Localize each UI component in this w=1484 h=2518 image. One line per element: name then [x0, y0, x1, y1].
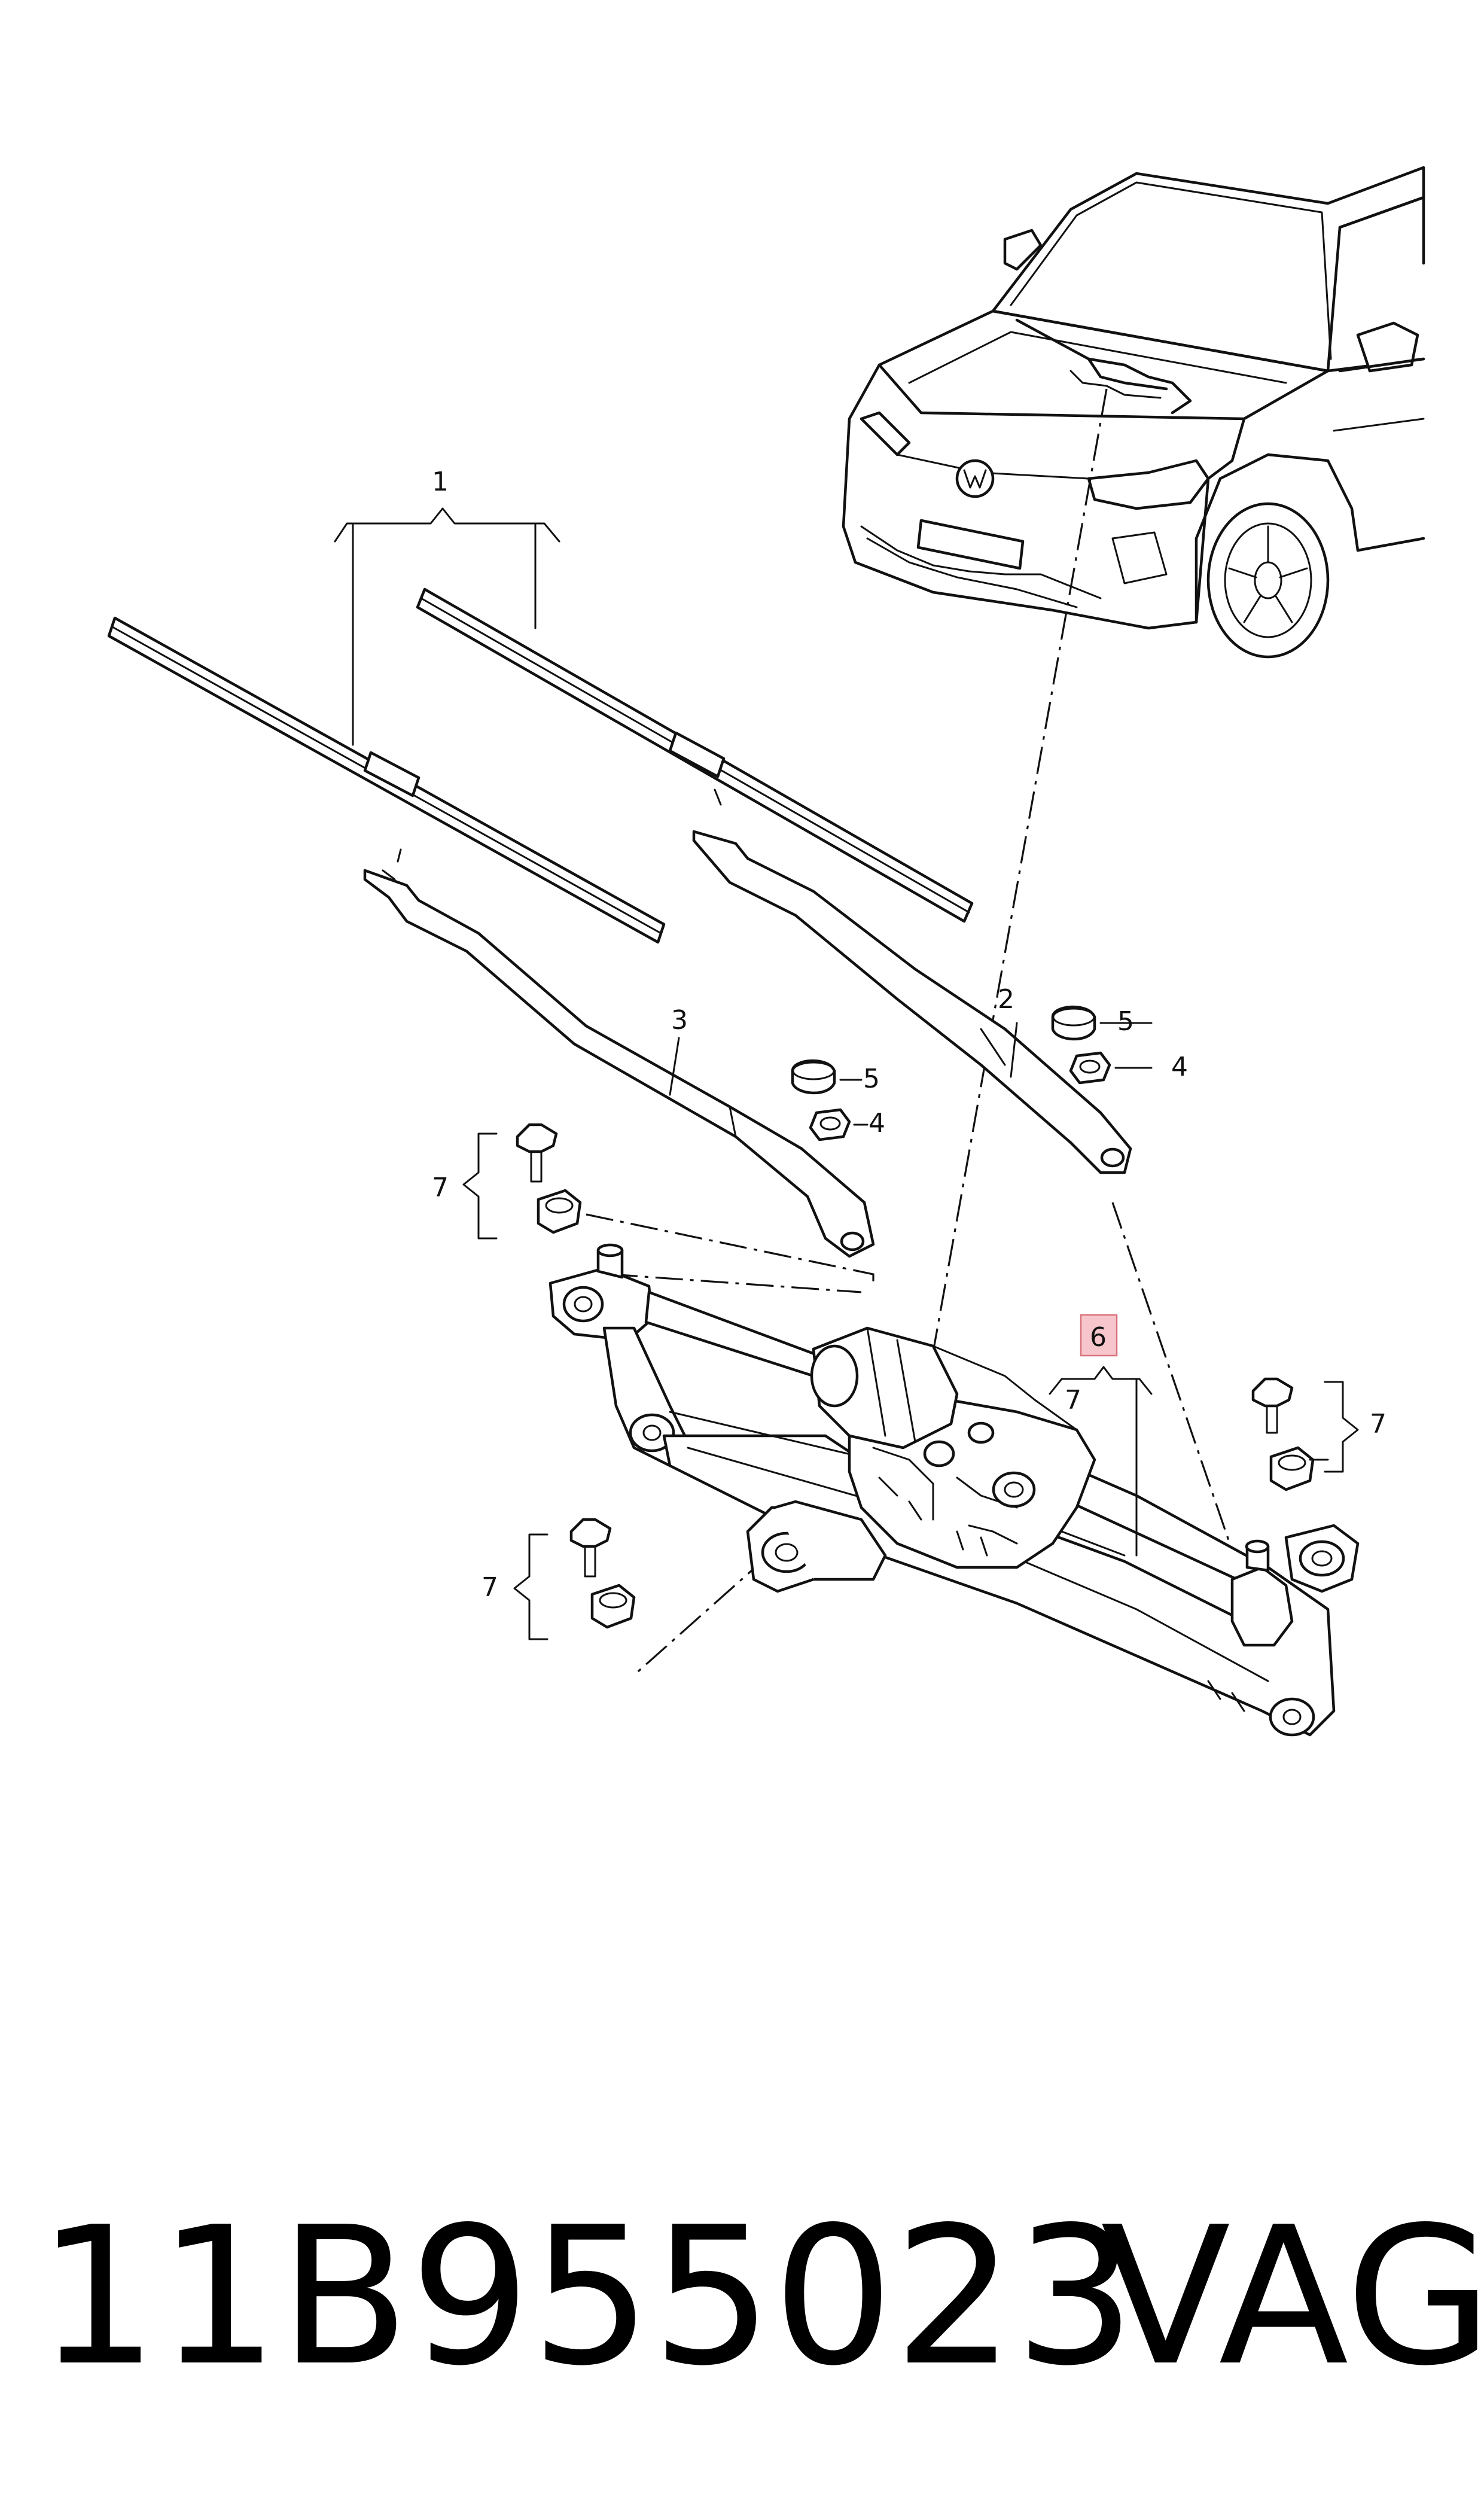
callout-6-highlight-box: [1080, 1314, 1118, 1357]
callout-7a-label: 7: [432, 1173, 449, 1203]
wiper-blades: [107, 587, 974, 944]
callout-4b-label: 4: [869, 1108, 885, 1138]
callout-bracket-1: [334, 507, 560, 746]
callout-bracket-6: [1049, 1366, 1153, 1557]
leader-lines: [586, 388, 1245, 1676]
callout-3-label: 3: [671, 1005, 688, 1036]
callout-7b-label: 7: [1065, 1385, 1081, 1415]
brand-text: VAG: [1101, 2186, 1484, 2407]
callout-7c-label: 7: [1370, 1409, 1387, 1439]
callout-4a-label: 4: [1171, 1052, 1188, 1082]
callout-2-label: 2: [998, 984, 1014, 1015]
callout-5b-label: 5: [863, 1064, 880, 1094]
wiper-linkage-with-motor: [548, 1243, 1360, 1737]
callout-1-label: 1: [432, 467, 449, 497]
callout-leader-ticks: [669, 1022, 1018, 1096]
grommet-sets: [462, 1123, 1359, 1640]
part-number-text: 11B955023: [37, 2186, 1136, 2407]
caps-and-nuts: [791, 1005, 1153, 1141]
vehicle-illustration: [842, 166, 1425, 659]
wiper-arms: [363, 788, 1132, 1258]
callout-6-label: 6: [1090, 1322, 1107, 1353]
callout-7d-label: 7: [482, 1572, 498, 1603]
callout-5a-label: 5: [1117, 1006, 1134, 1037]
